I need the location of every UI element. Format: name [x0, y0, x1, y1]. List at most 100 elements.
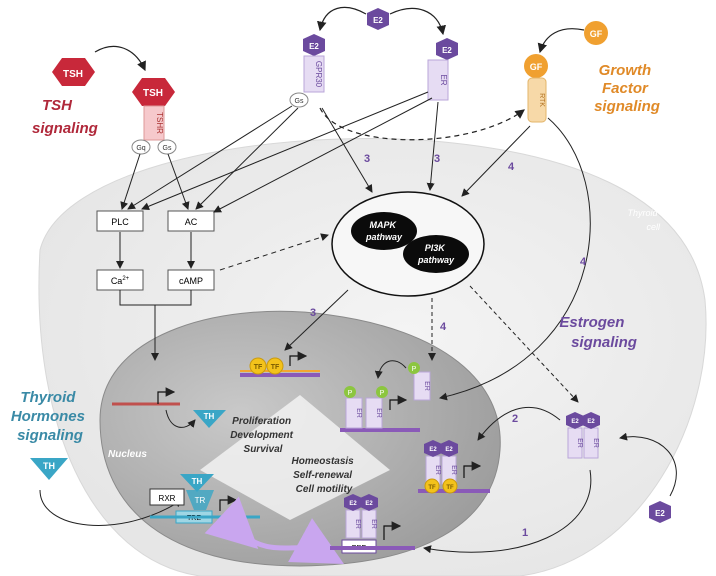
route-2: 2: [512, 413, 518, 425]
er-transcription-arrow: [389, 395, 408, 410]
pi3k-pathway-label: PI3K pathway: [417, 243, 455, 265]
gs-protein-tshr: [157, 139, 177, 155]
e2-top-label: E2: [373, 16, 383, 25]
er-ere-2-label: ER: [370, 519, 377, 529]
er-cyto-1-label: ER: [576, 438, 583, 448]
p-icon-dimer-2: [376, 386, 388, 398]
rtk-label: RTK: [538, 93, 545, 107]
e2-entry-arrow: [619, 432, 677, 497]
tsh-ligand-label: TSH: [63, 69, 83, 80]
th-bound-label: TH: [192, 477, 203, 486]
th-loop-arrow: [165, 409, 196, 428]
outcomes-set2: Homeostasis Self-renewal Cell motility: [291, 456, 356, 495]
th-outside-label: TH: [43, 461, 55, 471]
plc-box: [96, 210, 144, 232]
tshr-label: TSHR: [155, 112, 164, 134]
e2-tf-2-icon: [440, 440, 458, 457]
gf-bound-icon: [524, 54, 548, 78]
estrogen-signaling-heading: Estrogen signaling: [559, 314, 637, 351]
tsh-bind-arrow: [94, 45, 146, 72]
e2-cyto-2-icon: [582, 412, 600, 429]
tf-icon-2: [266, 357, 284, 375]
nucleus-label: Nucleus: [108, 449, 147, 460]
tf-er-label-1: TF: [428, 485, 436, 491]
gs-gpr30-label: Gs: [295, 98, 304, 105]
er-tf-transcription-arrow: [463, 461, 482, 478]
tr-label: TR: [195, 496, 206, 505]
tsh-ligand-icon: [52, 58, 95, 86]
mapk-pathway-label: MAPK pathway: [365, 220, 403, 242]
tsh-bound-icon: [132, 78, 175, 106]
gpr30-to-rtk-dashed: [319, 107, 525, 141]
ac-box: [167, 210, 215, 232]
gs-protein-gpr30: [289, 92, 309, 108]
e2-free-icon: [649, 501, 671, 523]
plc-label: PLC: [111, 217, 129, 227]
gpr30-receptor: [303, 55, 325, 93]
messenger-merge-line: [119, 290, 192, 360]
e2-ere-1-icon: [344, 494, 362, 511]
tshr-receptor: [143, 105, 165, 141]
pathway-to-tf-arrow: [284, 289, 349, 351]
th-nuclear-label: TH: [204, 412, 215, 421]
er-dimer-p-1: [345, 397, 363, 429]
e2-tf-1-label: E2: [429, 447, 437, 453]
gpr30-label: GPR30: [314, 61, 323, 88]
p-icon-single: [408, 362, 420, 374]
e2-top-icon: [367, 8, 389, 30]
gf-bind-arrow: [537, 28, 585, 54]
er-p-single: [413, 371, 431, 401]
tsh-bound-label: TSH: [143, 88, 163, 99]
tf-transcription-arrow: [289, 351, 308, 366]
p-label-single: P: [412, 366, 417, 373]
pi3k-pathway-blob: [403, 235, 469, 273]
gq-protein: [131, 139, 151, 155]
route-3a: 3: [364, 153, 370, 165]
th-import-arrow: [39, 489, 183, 526]
er-tf-1-label: ER: [434, 465, 441, 475]
outcomes-set1: Proliferation Development Survival: [230, 416, 296, 455]
rxr-box: [149, 488, 185, 506]
er-dimer-to-ere-arrow: [423, 469, 592, 554]
er-dimer-p-2-label: ER: [375, 408, 382, 418]
er-cyto-2-label: ER: [592, 438, 599, 448]
phospho-cycle-arrow: [374, 360, 407, 379]
thyroid-hormones-heading: Thyroid Hormones signaling: [11, 389, 89, 444]
route-4a: 4: [508, 161, 515, 173]
tf-label-2: TF: [271, 364, 280, 371]
e2-er-icon: [436, 38, 458, 60]
tf-er-icon-2: [442, 478, 458, 494]
e2-cyto-1-icon: [566, 412, 584, 429]
membrane-er-label: ER: [439, 74, 448, 85]
e2-free-label: E2: [655, 509, 665, 518]
pathway-input-arrows: [321, 101, 531, 197]
tf-icon-1: [249, 357, 267, 375]
crosstalk-double-arrow: [204, 496, 344, 564]
p-icon-dimer-1: [344, 386, 356, 398]
p-label-dimer-2: P: [380, 390, 385, 397]
er-ere-1-label: ER: [354, 519, 361, 529]
e2-ere-2-icon: [360, 494, 378, 511]
ere-transcription-arrow: [383, 521, 402, 540]
growth-factor-heading: Growth Factor signaling: [594, 62, 660, 115]
er-dimer-p-1-label: ER: [355, 408, 362, 418]
gq-label: Gq: [136, 145, 145, 152]
th-transcription-arrow: [157, 387, 176, 404]
e2-to-gpr30-arrow: [317, 6, 367, 32]
route-1: 1: [522, 527, 528, 539]
er-p-single-label: ER: [423, 381, 430, 391]
rtk-receptor: [527, 77, 547, 123]
tf-er-label-2: TF: [446, 485, 454, 491]
membrane-to-messenger-arrows: [116, 91, 433, 269]
thyroid-cell-label: Thyroid cell: [627, 208, 661, 232]
e2-tf-1-icon: [424, 440, 442, 457]
gf-top-label: GF: [590, 29, 603, 39]
camp-label: cAMP: [179, 276, 203, 286]
ac-label: AC: [185, 217, 198, 227]
e2-cyto-1-label: E2: [571, 419, 579, 425]
th-outside-icon: [30, 458, 68, 480]
tf-er-icon-1: [424, 478, 440, 494]
th-nuclear-icon: [193, 410, 226, 428]
